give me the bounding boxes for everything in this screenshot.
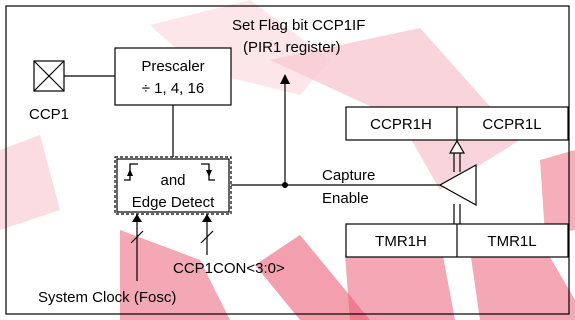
sysclk-arrow-icon (132, 214, 142, 222)
falling-edge-icon (201, 163, 215, 181)
ccpr1l-label: CCPR1L (482, 116, 541, 133)
bus-from-tmr1-icon (453, 204, 461, 224)
tmr1l-label: TMR1L (487, 233, 536, 250)
ccp1con-arrow-icon (202, 214, 212, 222)
sysclk-bus-slash (130, 230, 144, 244)
ccpr1-register (345, 106, 569, 141)
edge-detect-block (114, 156, 232, 215)
outer-border (5, 5, 570, 315)
enable-label: Enable (322, 190, 369, 207)
edge-detect-label: Edge Detect (132, 194, 215, 211)
ccp1-label: CCP1 (29, 106, 69, 123)
ccp1-pin-icon (33, 60, 65, 92)
flag-title: Set Flag bit CCP1IF (232, 17, 365, 34)
ccp1con-bus-slash (200, 230, 214, 244)
tristate-buffer-icon (438, 163, 477, 207)
rising-edge-icon (124, 163, 138, 181)
ccpr1h-label: CCPR1H (370, 116, 432, 133)
capture-label: Capture (322, 167, 375, 184)
bus-to-ccpr1-icon (448, 139, 466, 172)
prescaler-block (114, 47, 232, 106)
prescaler-ratios: ÷ 1, 4, 16 (142, 80, 204, 97)
flag-arrow-icon (280, 74, 290, 84)
tmr1h-label: TMR1H (375, 233, 427, 250)
flag-subtitle: (PIR1 register) (243, 39, 341, 56)
tmr1-register (345, 223, 569, 258)
sysclk-label: System Clock (Fosc) (38, 289, 176, 306)
prescaler-title: Prescaler (141, 58, 204, 75)
and-label: and (160, 172, 185, 189)
ccp1con-label: CCP1CON<3:0> (173, 260, 285, 277)
